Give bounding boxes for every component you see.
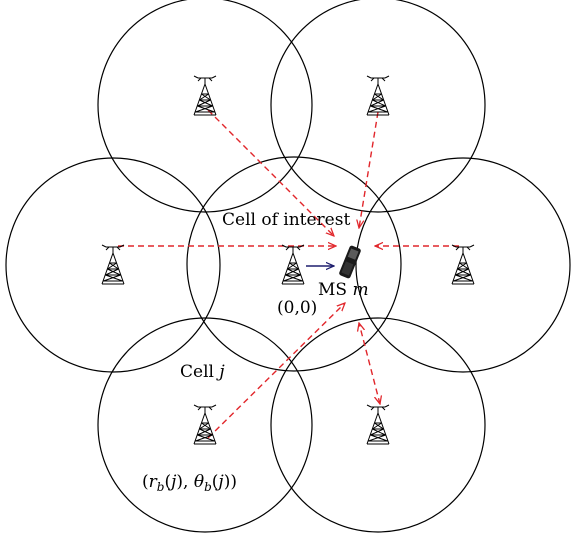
- cell-tower-icon: [193, 75, 217, 116]
- mobile-phone-icon: [339, 245, 361, 279]
- cell-right: [355, 157, 571, 373]
- cell-tower-icon: [101, 244, 125, 285]
- cell-bottom-right: [270, 317, 486, 533]
- cell-tower-icon: [366, 75, 390, 116]
- cell-j: [97, 317, 313, 533]
- cell-tower-icon: [366, 404, 390, 445]
- cell-j-label: Cell j: [180, 362, 225, 382]
- cell-j-base-station-coordinates: (rb(j), θb(j)): [142, 472, 237, 494]
- cell-left: [5, 157, 221, 373]
- origin-label: (0,0): [277, 298, 317, 318]
- interference-link-cell-j: [207, 303, 345, 439]
- cell-of-interest: [186, 156, 402, 372]
- cell-tower-icon: [281, 244, 305, 285]
- mobile-station-label: MS m: [318, 280, 369, 300]
- cell-tower-icon: [193, 404, 217, 445]
- cell-top-left: [97, 0, 313, 213]
- cell-tower-icon: [451, 244, 475, 285]
- interference-link-bottom-right: [359, 323, 380, 404]
- cell-top-right: [270, 0, 486, 213]
- cell-of-interest-label: Cell of interest: [222, 210, 350, 230]
